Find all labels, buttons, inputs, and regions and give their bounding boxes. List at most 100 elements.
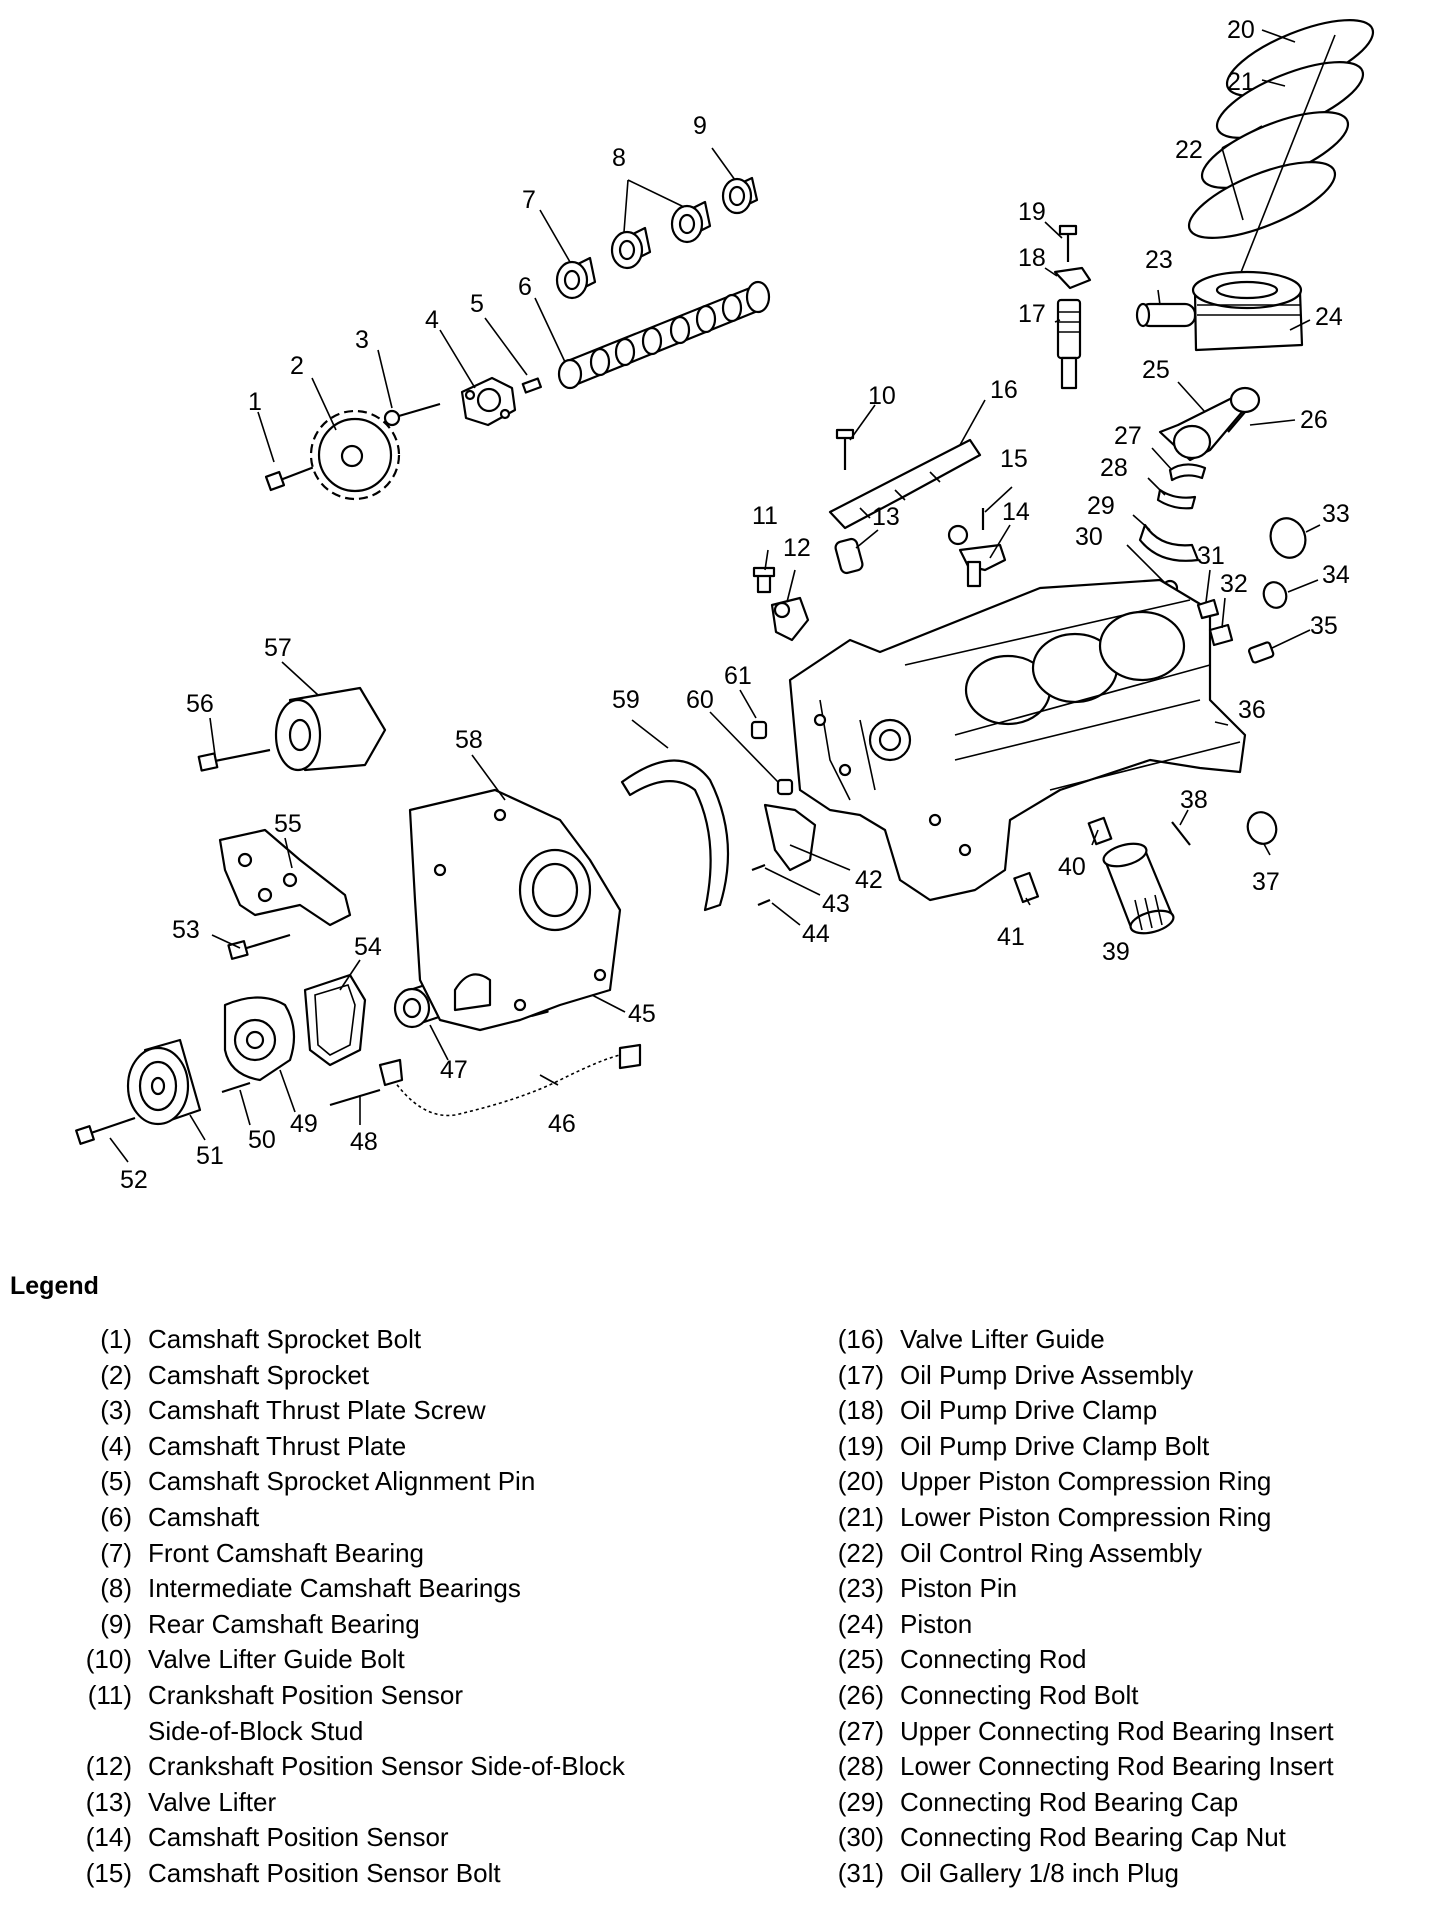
callout-42: 42 [855,866,883,894]
callout-12: 12 [783,534,811,562]
callout-47: 47 [440,1056,468,1084]
callout-36: 36 [1238,696,1266,724]
pin-44 [757,898,771,907]
legend-number: (5) [100,1466,132,1497]
legend-number: (8) [100,1573,132,1604]
legend-label: Connecting Rod Bearing Cap Nut [900,1822,1286,1853]
callout-23: 23 [1145,246,1173,274]
legend-number: (28) [837,1751,884,1782]
callout-27: 27 [1114,422,1142,450]
callout-6: 6 [518,273,532,301]
callout-60: 60 [686,686,714,714]
callout-13: 13 [872,503,900,531]
valve-lifter [834,537,864,575]
callout-44: 44 [802,920,830,948]
legend-label: Lower Connecting Rod Bearing Insert [900,1751,1334,1782]
callout-2: 2 [290,352,304,380]
callout-25: 25 [1142,356,1170,384]
camshaft-position-sensor [947,524,1007,588]
legend-number: (15) [85,1857,132,1888]
connecting-rod [1158,386,1261,462]
callout-57: 57 [264,634,292,662]
oil-pump-drive-assembly [1056,298,1082,390]
legend-number: (6) [100,1501,132,1532]
callout-17: 17 [1018,300,1046,328]
legend-label: Piston [900,1608,973,1639]
legend-number: (2) [100,1359,132,1390]
callout-56: 56 [186,690,214,718]
callout-11: 11 [752,502,778,530]
legend-number: (20) [837,1466,884,1497]
legend-item: (16)Valve Lifter Guide [800,1322,1420,1358]
idler-pulley-57 [274,686,387,772]
callout-15: 15 [1000,445,1028,473]
callout-29: 29 [1087,492,1115,520]
legend-item: (9)Rear Camshaft Bearing [48,1607,768,1643]
legend-label: Valve Lifter [148,1786,277,1817]
valve-lifter-guide [828,438,982,530]
bolt-56 [197,748,271,772]
legend-item: (22)Oil Control Ring Assembly [800,1536,1420,1572]
exploded-engine-diagram: 1 2 3 4 5 6 7 8 9 10 11 12 13 14 15 16 1… [75,16,1375,1194]
legend-label: Crankshaft Position Sensor Side-of-Block [148,1751,625,1782]
water-pump-49 [223,996,296,1082]
legend-item: (11)Crankshaft Position Sensor Side-of-B… [48,1678,768,1749]
pin-43 [751,863,766,872]
legend-item: (26) Connecting Rod Bolt [800,1678,1420,1714]
legend-label: Camshaft Sprocket Alignment Pin [148,1466,536,1497]
bracket-42 [763,803,817,872]
legend-number: (26) [837,1679,884,1710]
callout-5: 5 [470,290,484,318]
legend-number: (13) [85,1786,132,1817]
callout-4: 4 [425,306,439,334]
legend-item: (21)Lower Piston Compression Ring [800,1500,1420,1536]
legend-number: (12) [85,1751,132,1782]
legend-label: Camshaft Thrust Plate Screw [148,1395,486,1426]
legend-number: (16) [837,1324,884,1354]
legend-label: Upper Connecting Rod Bearing Insert [900,1715,1334,1746]
legend-title: Legend [10,1272,99,1300]
callout-58: 58 [455,726,483,754]
legend-label: Camshaft Position Sensor Bolt [148,1857,501,1888]
legend-number: (18) [837,1395,884,1426]
legend-column-right: (16)Valve Lifter Guide (17)Oil Pump Driv… [800,1322,1420,1892]
fitting-41 [1013,871,1040,904]
callout-35: 35 [1310,612,1338,640]
callout-51: 51 [196,1142,224,1170]
camshaft-sprocket [309,409,401,501]
callout-40: 40 [1058,853,1086,881]
callout-37: 37 [1252,868,1280,896]
dowel-61 [750,720,768,740]
connecting-rod-bearing-cap [1138,523,1200,562]
camshaft [557,280,771,390]
callout-21: 21 [1227,68,1255,96]
legend-label: Oil Pump Drive Clamp Bolt [900,1430,1210,1461]
legend-number: (29) [837,1786,884,1817]
callout-1: 1 [248,388,262,416]
plug-37 [1246,811,1278,845]
callout-19: 19 [1018,198,1046,226]
legend-number: (23) [837,1573,884,1604]
legend-label: Valve Lifter Guide Bolt [148,1644,405,1675]
legend-label: Connecting Rod Bolt [900,1679,1139,1710]
legend-number: (10) [85,1644,132,1675]
piston-pin [1135,302,1197,328]
callout-59: 59 [612,686,640,714]
legend-label: Oil Pump Drive Assembly [900,1359,1194,1390]
callout-48: 48 [350,1128,378,1156]
front-camshaft-bearing [555,256,597,300]
legend-item: (7)Front Camshaft Bearing [48,1536,768,1572]
callout-20: 20 [1227,16,1255,44]
legend-number: (22) [837,1537,884,1568]
crankshaft-position-sensor [770,596,810,642]
callout-30: 30 [1075,523,1103,551]
legend-label: Intermediate Camshaft Bearings [148,1573,521,1604]
legend-label: Front Camshaft Bearing [148,1537,425,1568]
callout-32: 32 [1220,570,1248,598]
callout-41: 41 [997,923,1025,951]
legend-number: (19) [837,1430,884,1461]
legend-number: (14) [85,1822,132,1853]
legend-item: (29)Connecting Rod Bearing Cap [800,1785,1420,1821]
legend-item: (10) Valve Lifter Guide Bolt [48,1642,768,1678]
rear-camshaft-bearing [721,176,759,215]
